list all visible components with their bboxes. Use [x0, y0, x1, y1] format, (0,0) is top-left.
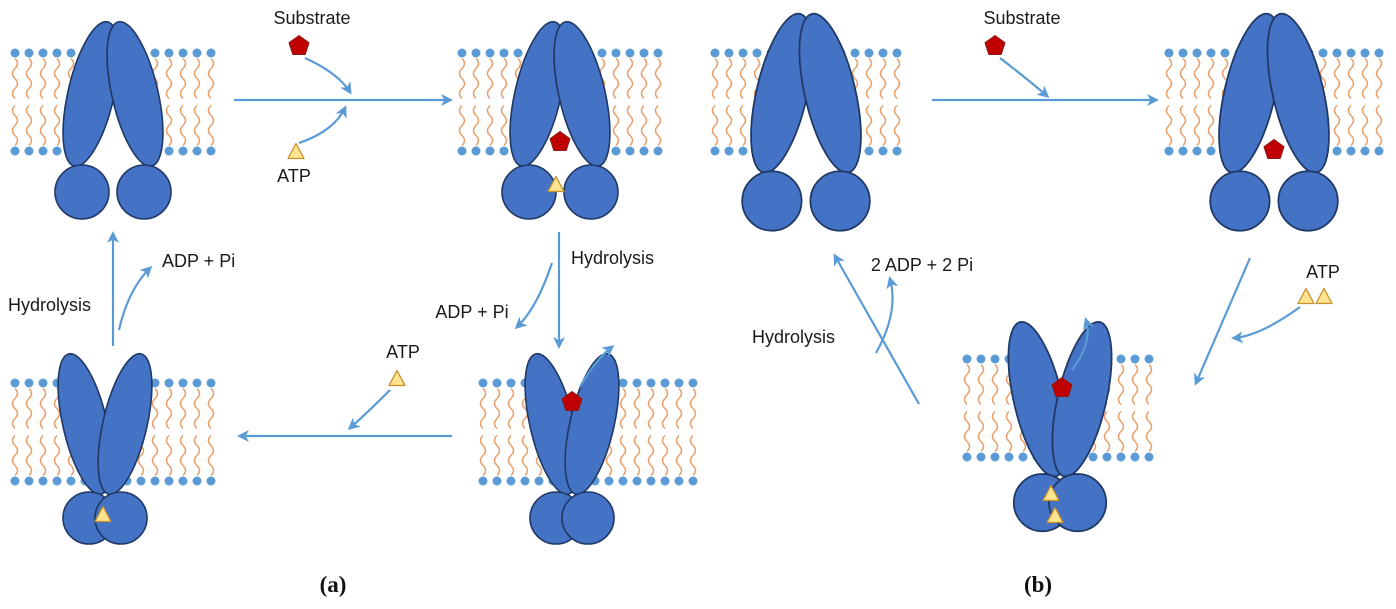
atp-icon: [1297, 287, 1315, 305]
panel-a-label: (a): [320, 572, 347, 597]
substrate-binding-arrow: [304, 56, 352, 95]
step-arrow-b2-b3: [1194, 257, 1252, 386]
atp-binding-arrow: [1231, 306, 1301, 344]
panel-b-label: (b): [1024, 572, 1052, 597]
atp-binding-arrow: [298, 105, 347, 145]
atp-icon: [287, 142, 305, 160]
transporter-inward-open: [737, 7, 875, 232]
hydrolysis-label: Hydrolysis: [752, 327, 835, 347]
substrate-release-arrow: [579, 345, 615, 388]
hydrolysis-label: Hydrolysis: [8, 295, 91, 315]
atp-label: ATP: [277, 166, 311, 186]
panel-a: Substrate ATP Hydrolysis ADP + Pi ATP: [8, 8, 700, 597]
transporter-inward-open-bound: [1205, 7, 1343, 232]
adp-release-arrow: [875, 276, 899, 354]
atp-label: ATP: [386, 342, 420, 362]
substrate-icon: [984, 35, 1006, 55]
atp-icon: [1315, 287, 1333, 305]
substrate-icon: [288, 35, 310, 55]
substrate-binding-arrow: [999, 57, 1050, 98]
atp-label: ATP: [1306, 262, 1340, 282]
substrate-release-arrow: [1071, 317, 1095, 371]
adp-release-arrow: [117, 265, 153, 331]
atp-icon: [388, 369, 406, 387]
adp-pi-label: ADP + Pi: [162, 251, 235, 271]
substrate-label: Substrate: [983, 8, 1060, 28]
adp-pi-label: 2 ADP + 2 Pi: [871, 255, 973, 275]
panel-b: Substrate ATP Hydrolysis 2 ADP + 2 Pi (b…: [708, 7, 1386, 597]
step-arrow-b3-b1: [833, 253, 920, 405]
substrate-label: Substrate: [273, 8, 350, 28]
hydrolysis-label: Hydrolysis: [571, 248, 654, 268]
adp-release-arrow: [514, 262, 554, 330]
atp-binding-arrow: [347, 389, 391, 430]
adp-pi-label: ADP + Pi: [435, 302, 508, 322]
